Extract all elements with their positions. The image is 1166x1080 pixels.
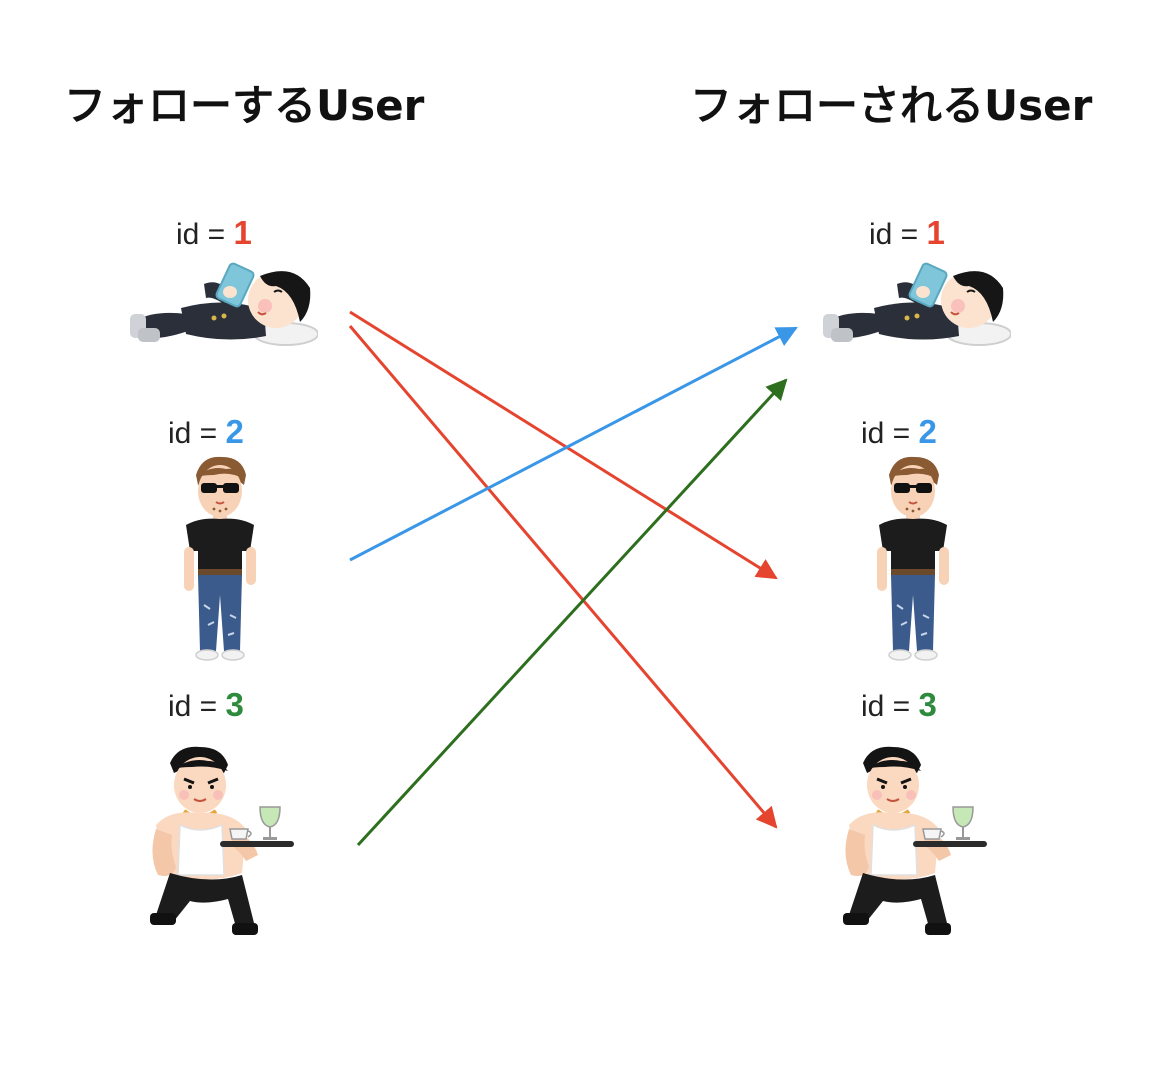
follower-user-1-id-label: id = 1 — [176, 214, 252, 252]
followed-user-2-id-label: id = 2 — [861, 413, 937, 451]
user-id-number: 1 — [926, 214, 945, 251]
user-id-number: 2 — [918, 413, 937, 450]
user-id-number: 3 — [918, 686, 937, 723]
follow-arrow-1-to-3 — [348, 325, 778, 829]
follower-column-title: フォローするUser — [64, 81, 425, 130]
follower-user-3-id-label: id = 3 — [168, 686, 244, 724]
follow-arrow-3-to-1 — [356, 378, 788, 847]
followed-user-1-id-label: id = 1 — [869, 214, 945, 252]
follow-arrow-1-to-2 — [349, 310, 778, 580]
follow-arrow-2-to-1 — [349, 326, 798, 562]
id-prefix: id = — [861, 690, 919, 723]
id-prefix: id = — [869, 218, 927, 251]
follower-user-2-id-label: id = 2 — [168, 413, 244, 451]
user-id-number: 3 — [225, 686, 244, 723]
followed-user-3-id-label: id = 3 — [861, 686, 937, 724]
id-prefix: id = — [168, 417, 226, 450]
followed-column-title: フォローされるUser — [690, 81, 1093, 130]
id-prefix: id = — [176, 218, 234, 251]
user-id-number: 2 — [225, 413, 244, 450]
id-prefix: id = — [168, 690, 226, 723]
user-id-number: 1 — [233, 214, 252, 251]
id-prefix: id = — [861, 417, 919, 450]
